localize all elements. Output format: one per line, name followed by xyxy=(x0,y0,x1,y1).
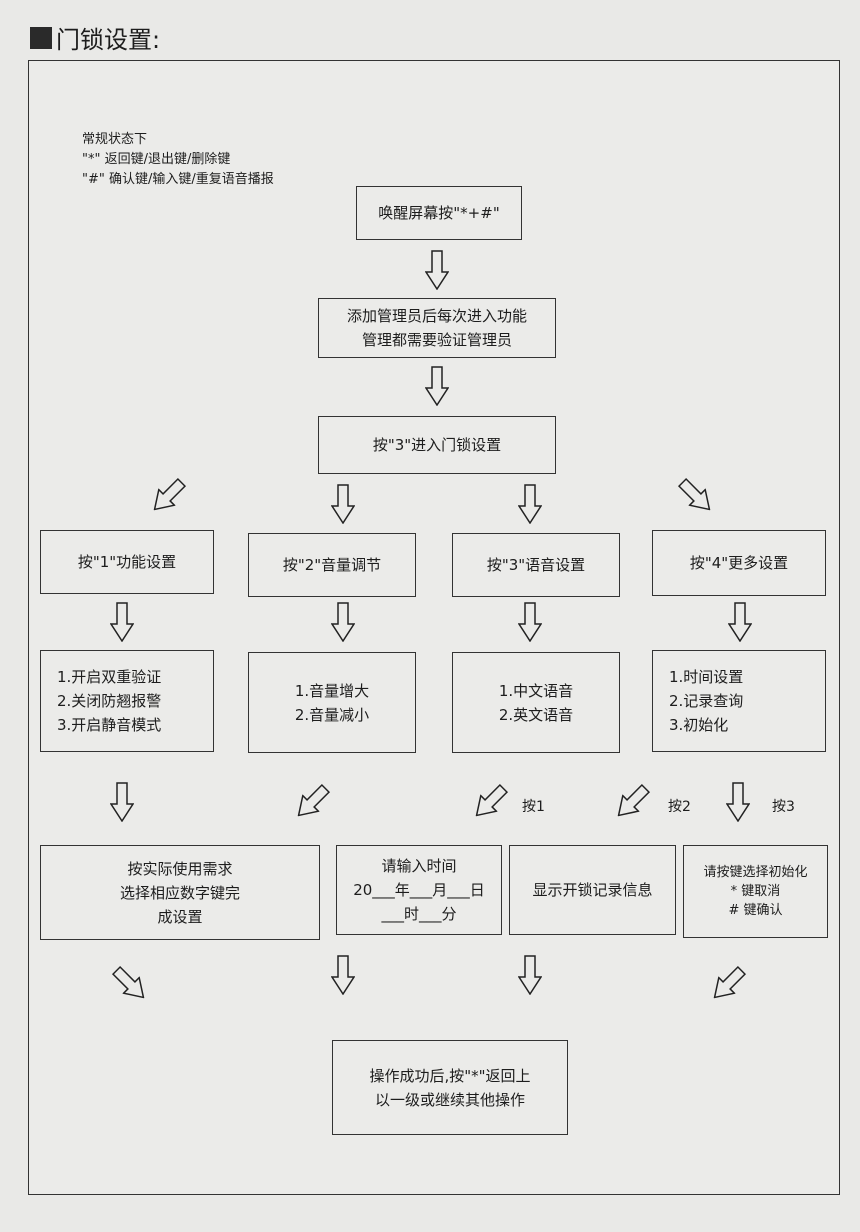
box-text: 成设置 xyxy=(157,907,203,926)
box-text: 按"3"进入门锁设置 xyxy=(372,436,502,454)
flow-arrow-icon xyxy=(145,473,190,518)
flow-arrow-icon xyxy=(517,484,543,525)
result-box-2: 请输入时间 20___年___月___日 ___时___分 xyxy=(336,845,502,935)
flow-arrow-icon xyxy=(517,955,543,996)
flow-arrow-icon xyxy=(289,779,334,824)
enter-settings-box: 按"3"进入门锁设置 xyxy=(318,416,556,474)
box-text: 按"3"语音设置 xyxy=(486,556,586,574)
box-text: 2.记录查询 xyxy=(669,692,744,710)
box-text: 按"2"音量调节 xyxy=(282,556,382,574)
box-text: 添加管理员后每次进入功能 xyxy=(346,307,527,325)
flow-arrow-icon xyxy=(609,779,654,824)
page-title: 门锁设置: xyxy=(30,20,160,55)
box-text: 请输入时间 xyxy=(381,857,457,875)
box-text: 2.关闭防翘报警 xyxy=(57,692,162,710)
box-text: 1.音量增大 xyxy=(294,681,370,700)
box-text: 1.开启双重验证 xyxy=(57,668,162,686)
flow-arrow-icon xyxy=(330,602,356,643)
flow-arrow-icon xyxy=(424,250,450,291)
box-text: 以一级或继续其他操作 xyxy=(374,1090,525,1109)
box-text: 2.英文语音 xyxy=(498,705,574,724)
box-text: ___时___分 xyxy=(381,905,457,923)
flow-arrow-icon xyxy=(330,484,356,525)
flow-arrow-icon xyxy=(467,779,512,824)
box-text: 选择相应数字键完 xyxy=(119,883,240,902)
box-text: 按实际使用需求 xyxy=(127,859,233,878)
result-box-1: 按实际使用需求选择相应数字键完成设置 xyxy=(40,845,320,940)
diagram-frame xyxy=(28,60,840,1195)
box-text: 操作成功后,按"*"返回上 xyxy=(369,1066,531,1085)
key-label: 按1 xyxy=(522,799,545,815)
key-label: 按3 xyxy=(772,799,795,815)
options-box-2: 1.音量增大 2.音量减小 xyxy=(248,652,416,753)
menu-box-4: 按"4"更多设置 xyxy=(652,530,826,596)
box-text: 唤醒屏幕按"*+#" xyxy=(378,204,500,222)
key-label: 按2 xyxy=(668,799,691,815)
note-line: "*" 返回键/退出键/删除键 xyxy=(82,152,231,167)
note-line: "#" 确认键/输入键/重复语音播报 xyxy=(82,172,274,187)
box-text: 按"1"功能设置 xyxy=(77,553,177,571)
box-text: 请按键选择初始化 xyxy=(703,865,808,880)
flow-arrow-icon xyxy=(705,961,750,1006)
flow-arrow-icon xyxy=(673,473,718,518)
options-box-3: 1.中文语音 2.英文语音 xyxy=(452,652,620,753)
square-bullet-icon xyxy=(30,26,52,49)
box-text: 20___年___月___日 xyxy=(353,881,485,899)
note-line: 常规状态下 xyxy=(82,132,148,147)
menu-box-2: 按"2"音量调节 xyxy=(248,533,416,597)
result-box-3: 显示开锁记录信息 xyxy=(509,845,676,935)
options-box-1: 1.开启双重验证 2.关闭防翘报警 3.开启静音模式 xyxy=(40,650,214,752)
box-text: 2.音量减小 xyxy=(294,705,370,724)
box-text: 按"4"更多设置 xyxy=(689,554,789,572)
box-text: 1.时间设置 xyxy=(669,668,744,686)
flow-arrow-icon xyxy=(109,602,135,643)
flow-arrow-icon xyxy=(424,366,450,407)
title-text: 门锁设置: xyxy=(56,26,161,54)
wake-box: 唤醒屏幕按"*+#" xyxy=(356,186,522,240)
flow-arrow-icon xyxy=(330,955,356,996)
menu-box-1: 按"1"功能设置 xyxy=(40,530,214,594)
box-text: 显示开锁记录信息 xyxy=(532,881,653,899)
admin-box: 添加管理员后每次进入功能管理都需要验证管理员 xyxy=(318,298,556,358)
final-box: 操作成功后,按"*"返回上以一级或继续其他操作 xyxy=(332,1040,568,1135)
options-box-4: 1.时间设置 2.记录查询 3.初始化 xyxy=(652,650,826,752)
flow-arrow-icon xyxy=(107,961,152,1006)
flow-arrow-icon xyxy=(109,782,135,823)
flow-arrow-icon xyxy=(727,602,753,643)
box-text: # 键确认 xyxy=(728,903,783,918)
flow-arrow-icon xyxy=(517,602,543,643)
box-text: 管理都需要验证管理员 xyxy=(361,331,512,349)
box-text: * 键取消 xyxy=(730,884,781,899)
menu-box-3: 按"3"语音设置 xyxy=(452,533,620,597)
key-notes: 常规状态下 "*" 返回键/退出键/删除键 "#" 确认键/输入键/重复语音播报 xyxy=(82,130,274,190)
flow-arrow-icon xyxy=(725,782,751,823)
box-text: 3.开启静音模式 xyxy=(57,716,162,734)
box-text: 3.初始化 xyxy=(669,716,729,734)
result-box-4: 请按键选择初始化 * 键取消 # 键确认 xyxy=(683,845,828,938)
box-text: 1.中文语音 xyxy=(498,681,574,700)
